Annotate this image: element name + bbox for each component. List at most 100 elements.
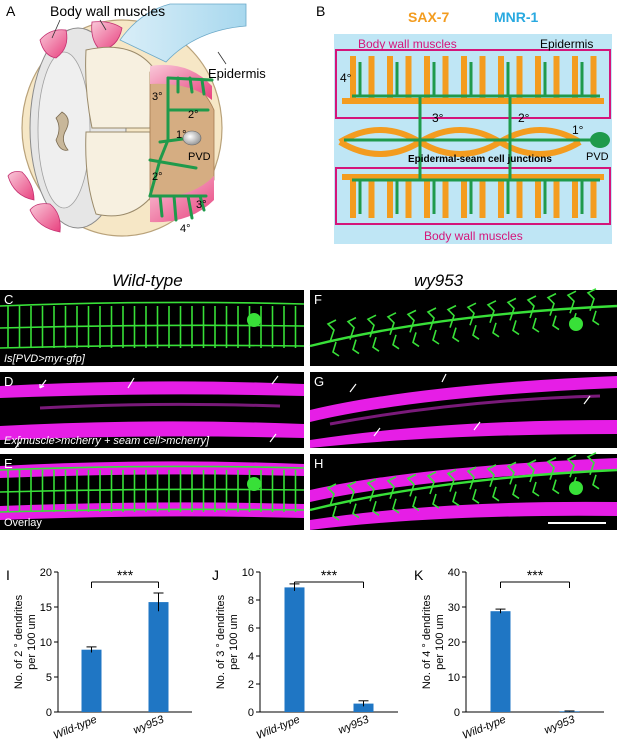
muscle-left (7, 171, 35, 201)
muscle-top-left (39, 29, 68, 59)
label-4-order: 4° (180, 223, 191, 235)
gfp-line (332, 505, 340, 521)
muscle-box-top (335, 49, 611, 119)
dendrite-tips-top (358, 62, 584, 96)
sax7-pillar (461, 56, 467, 100)
gfp-dendrites (0, 288, 617, 521)
letter-e: E (4, 456, 13, 471)
sax7-pillar (553, 56, 560, 100)
gfp-line (526, 459, 537, 483)
y-axis-label: No. of 2 ° dendritesper 100 um (13, 594, 38, 689)
sax7-pillar (498, 178, 504, 218)
sax7-pillar (572, 178, 578, 218)
label-junctions: Epidermal-seam cell junctions (408, 154, 552, 165)
muscle-box-bottom (335, 167, 611, 225)
legend-mnr1: MNR-1 (494, 9, 539, 25)
gfp-line (426, 471, 437, 495)
sax7-pillar (424, 56, 430, 100)
gfp-line (532, 481, 540, 497)
panel-a: A (6, 3, 266, 237)
gfp-line (506, 297, 517, 321)
label-3-order-lower: 3° (196, 199, 207, 211)
gfp-line (552, 315, 560, 331)
gfp-line (566, 290, 577, 314)
dendrite-arbor-b (344, 94, 600, 182)
category-label: wy953 (337, 713, 372, 736)
gfp-line (386, 476, 397, 500)
muscle-top-right (91, 21, 123, 51)
caption-e: Overlay (4, 517, 42, 529)
chart-letter: K (414, 567, 424, 583)
y-tick-label: 0 (454, 707, 460, 719)
gfp-line (0, 508, 305, 513)
y-tick-label: 15 (40, 602, 52, 614)
sax7-pillar (368, 178, 375, 218)
label-1-order-b: 1° (572, 123, 584, 137)
bar (284, 587, 305, 712)
gfp-line (346, 480, 357, 504)
sax7-pillar (350, 56, 356, 100)
gfp-line (546, 456, 557, 480)
bar (148, 602, 169, 712)
gfp-line (532, 317, 540, 333)
sax7-pillars-bottom (350, 178, 597, 218)
sax7-pillar (387, 178, 393, 218)
gfp-line (412, 332, 420, 348)
gfp-line (406, 473, 417, 497)
sax7-pillar (442, 56, 449, 100)
sax7-pillar (516, 178, 523, 218)
gfp-line (0, 465, 305, 471)
bar (353, 703, 374, 712)
gfp-line (466, 302, 477, 326)
y-tick-label: 0 (46, 707, 52, 719)
label-3-order-b: 3° (432, 111, 444, 125)
gfp-line (546, 292, 557, 316)
y-tick-label: 8 (248, 595, 254, 607)
gfp-line (446, 468, 457, 492)
category-label: Wild-type (52, 714, 99, 742)
sax7-pillars-top (350, 56, 597, 100)
letter-c: C (4, 292, 13, 307)
y-tick-label: 0 (248, 707, 254, 719)
gfp-line (492, 322, 500, 338)
intestine-shape (55, 111, 69, 151)
sax7-pillar (405, 56, 412, 100)
micrographs: Wild-type wy953 (0, 271, 617, 530)
panel-b: B SAX-7 MNR-1 Body wall muscles Epidermi… (316, 3, 612, 244)
label-1-order: 1° (176, 129, 187, 141)
sax7-pillar (461, 178, 467, 218)
col-title-wildtype: Wild-type (112, 271, 183, 290)
gfp-line (486, 300, 497, 324)
gfp-line (0, 488, 305, 493)
gfp-line (366, 478, 377, 502)
y-tick-label: 4 (248, 651, 254, 663)
legend-sax7: SAX-7 (408, 9, 449, 25)
lobe-upper (85, 46, 153, 129)
muscle-right-bottom (150, 176, 214, 223)
gfp-line (346, 316, 357, 340)
bar (490, 611, 511, 712)
gfp-line (452, 327, 460, 343)
category-label: wy953 (543, 713, 578, 736)
gfp-line (566, 454, 577, 478)
category-label: Wild-type (461, 714, 508, 742)
gfp-line (412, 496, 420, 512)
label-4-order-b: 4° (340, 71, 352, 85)
chart-letter: J (212, 567, 219, 583)
muscle-right-top (150, 64, 212, 100)
pvd-cell-body-b (590, 132, 610, 148)
sax7-pillar (590, 56, 597, 100)
col-title-mutant: wy953 (414, 271, 464, 290)
gfp-line (512, 484, 520, 500)
y-tick-label: 2 (248, 679, 254, 691)
sax7-pillar (387, 56, 393, 100)
label-bwm-bottom: Body wall muscles (424, 229, 523, 243)
gfp-line (466, 466, 477, 490)
significance-label: *** (117, 567, 134, 583)
gfp-line (526, 295, 537, 319)
gfp-cell-body (569, 317, 583, 331)
